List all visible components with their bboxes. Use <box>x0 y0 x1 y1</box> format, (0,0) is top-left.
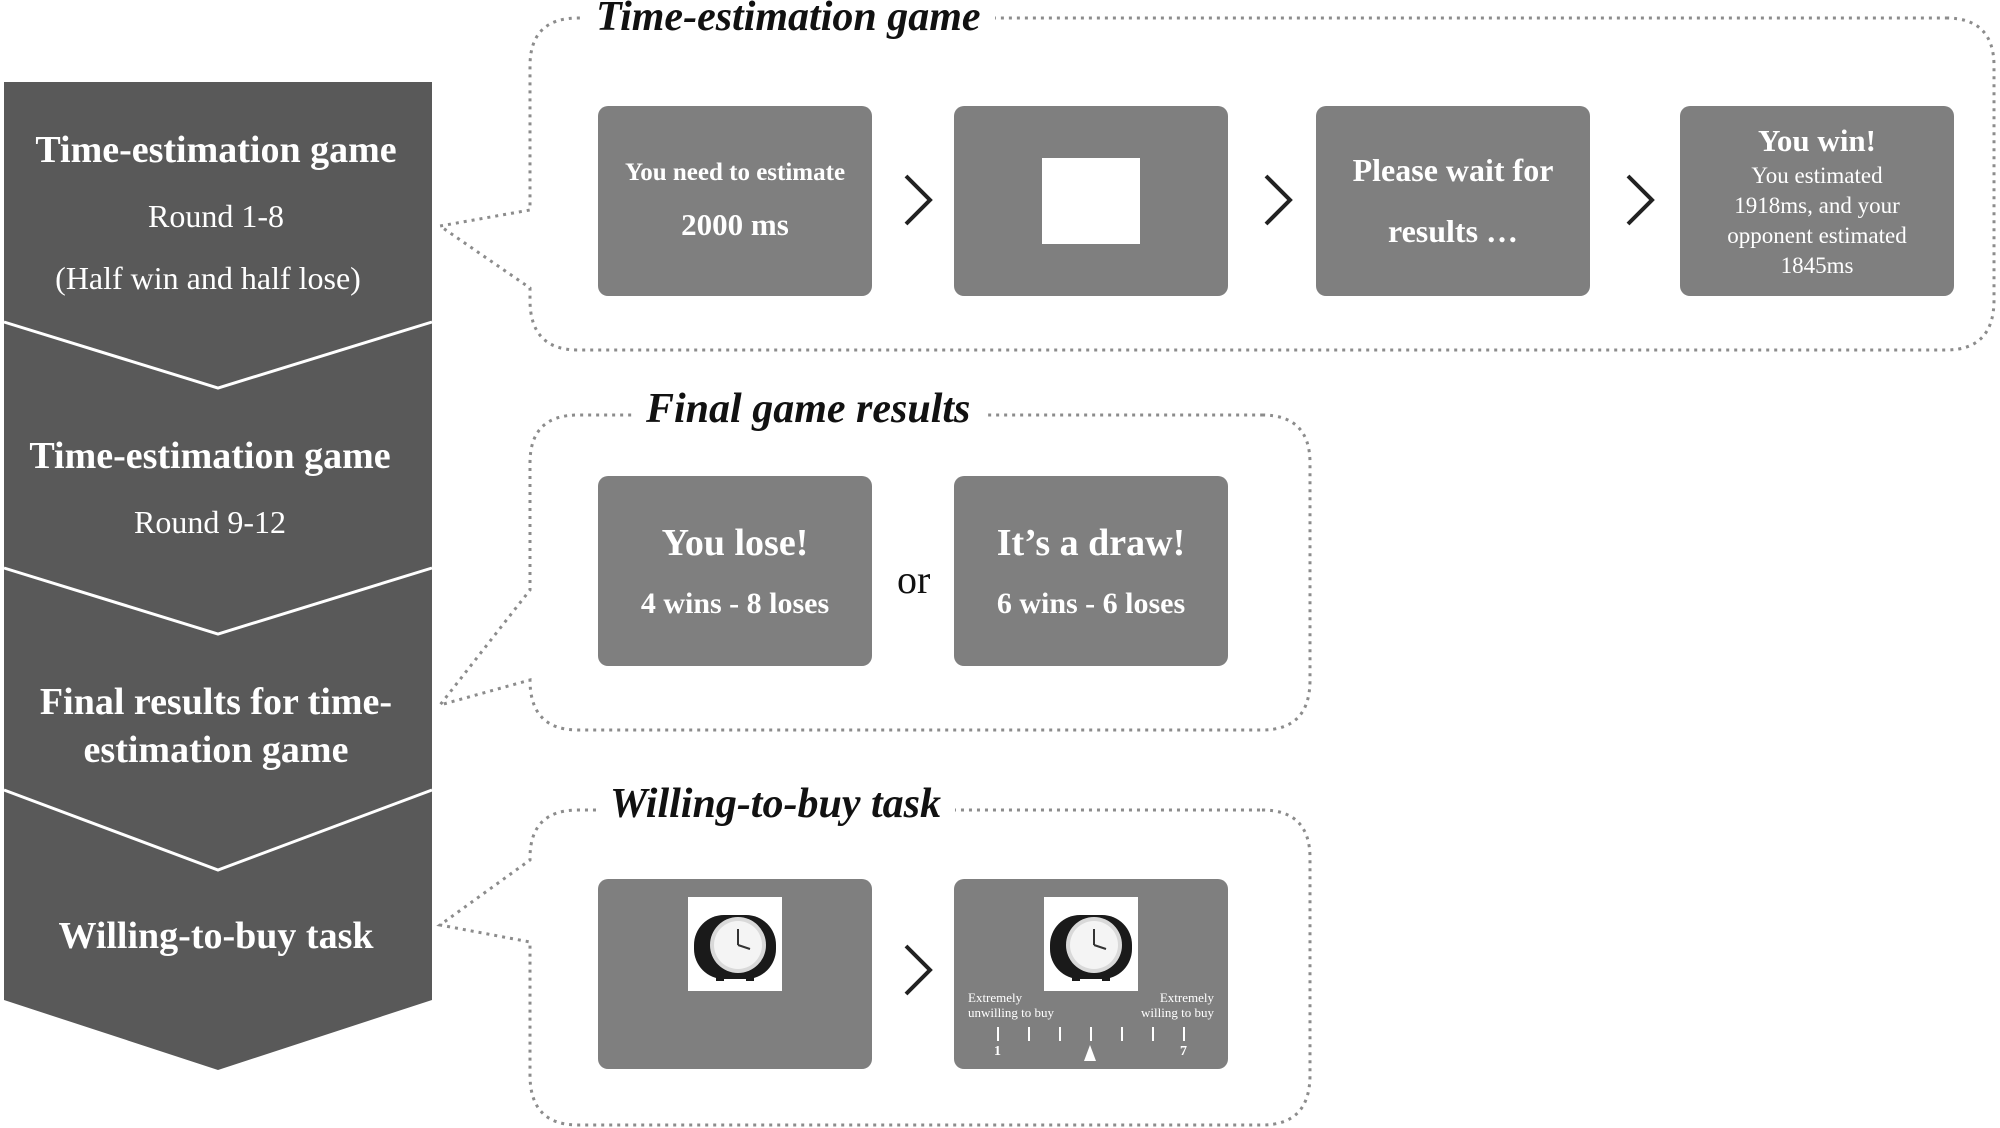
screen-win-line4: 1845ms <box>1780 253 1854 279</box>
flow-step-2-title: Time-estimation game <box>29 435 391 477</box>
screen-draw-title: It’s a draw! <box>996 522 1186 564</box>
screen-draw-result: It’s a draw! 6 wins - 6 loses <box>954 476 1228 666</box>
flow-step-1-rounds: Round 1-8 <box>148 198 284 234</box>
or-connector: or <box>897 557 931 602</box>
screen-win-line3: opponent estimated <box>1727 223 1907 249</box>
scale-tick <box>1121 1027 1123 1041</box>
screen-estimate-duration: 2000 ms <box>681 207 789 242</box>
screen-waiting-line2: results … <box>1387 213 1519 249</box>
screen-waiting: Please wait for results … <box>1316 106 1590 296</box>
scale-right-label-line2: willing to buy <box>1141 1004 1214 1020</box>
screen-lose-score: 4 wins - 8 loses <box>640 587 830 620</box>
flow-step-3-title-line2: estimation game <box>83 729 349 771</box>
scale-right-label: Extremely willing to buy <box>1141 990 1214 1021</box>
flow-step-4-title: Willing-to-buy task <box>58 915 374 957</box>
alarm-clock-icon <box>688 897 782 991</box>
screen-product-display <box>598 879 872 1069</box>
scale-max-label: 7 <box>1180 1044 1187 1059</box>
flow-step-1-note: (Half win and half lose) <box>55 260 361 296</box>
scale-left-label-line1: Extremely <box>968 990 1023 1005</box>
chevron-right-icon <box>904 174 933 226</box>
screen-lose-title: You lose! <box>661 522 809 564</box>
screen-waiting-line1: Please wait for <box>1352 152 1554 188</box>
scale-tick <box>1059 1027 1061 1041</box>
scale-min-label: 1 <box>994 1044 1001 1059</box>
scale-right-label-line1: Extremely <box>1159 990 1214 1005</box>
screen-estimate-instruction: You need to estimate <box>624 159 846 186</box>
flow-arrow-graphic <box>3 82 433 1070</box>
screen-win-line2: 1918ms, and your <box>1734 193 1900 219</box>
chevron-right-icon <box>904 944 933 996</box>
flow-step-1-title: Time-estimation game <box>35 129 397 171</box>
screen-win-title: You win! <box>1757 123 1876 159</box>
section-title-willing-to-buy: Willing-to-buy task <box>596 781 955 828</box>
scale-left-label-line2: unwilling to buy <box>968 1004 1054 1020</box>
screen-stimulus <box>954 106 1228 296</box>
screen-estimate-target: You need to estimate 2000 ms <box>598 106 872 296</box>
screen-lose-result: You lose! 4 wins - 8 loses <box>598 476 872 666</box>
alarm-clock-icon <box>1044 897 1138 991</box>
scale-tick <box>1028 1027 1030 1041</box>
screen-draw-score: 6 wins - 6 loses <box>996 587 1186 620</box>
chevron-right-icon <box>1264 174 1293 226</box>
screen-win-feedback: You win! You estimated 1918ms, and your … <box>1680 106 1954 296</box>
screen-win-line1: You estimated <box>1751 163 1883 189</box>
scale-tick <box>1183 1027 1185 1041</box>
scale-tick <box>1090 1027 1092 1041</box>
section-title-final-results: Final game results <box>632 386 985 433</box>
screen-rating-scale: Extremely unwilling to buy Extremely wil… <box>954 879 1228 1069</box>
section-title-time-estimation: Time-estimation game <box>582 0 995 41</box>
chevron-right-icon <box>1626 174 1655 226</box>
white-square-stimulus <box>1042 158 1140 244</box>
scale-left-label: Extremely unwilling to buy <box>968 990 1054 1021</box>
scale-tick <box>1152 1027 1154 1041</box>
scale-pointer-icon[interactable] <box>1083 1045 1097 1061</box>
scale-tick <box>997 1027 999 1041</box>
flow-step-2-rounds: Round 9-12 <box>134 504 286 540</box>
flow-step-3-title-line1: Final results for time- <box>39 681 393 723</box>
